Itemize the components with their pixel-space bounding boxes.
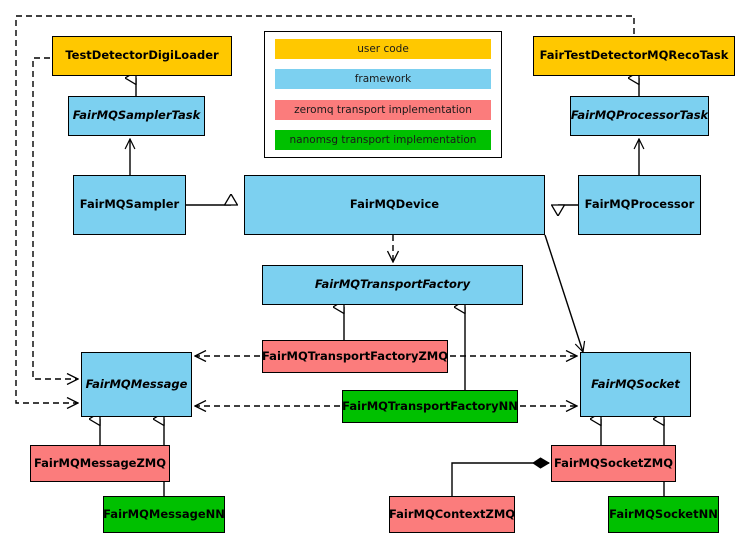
legend-label-user-code: user code bbox=[357, 43, 409, 55]
class-label-testdetectordigiloader: TestDetectorDigiLoader bbox=[65, 48, 219, 63]
class-node-fairmqtransportfactory[interactable]: FairMQTransportFactory bbox=[262, 265, 523, 305]
class-label-fairmqtransportfactoryzmq: FairMQTransportFactoryZMQ bbox=[262, 348, 449, 363]
legend-label-framework: framework bbox=[354, 73, 412, 86]
class-label-fairmqmessagenn: FairMQMessageNN bbox=[103, 506, 225, 521]
legend-item-user-code: user code bbox=[275, 39, 491, 59]
legend-label-zeromq: zeromq transport implementation bbox=[294, 103, 472, 116]
class-label-fairtestdetectormqrecotask: FairTestDetectorMQRecoTask bbox=[539, 48, 729, 63]
class-label-fairmqsocketzmq: FairMQSocketZMQ bbox=[554, 455, 673, 470]
class-node-fairmqsocketzmq[interactable]: FairMQSocketZMQ bbox=[551, 445, 676, 482]
class-node-testdetectordigiloader[interactable]: TestDetectorDigiLoader bbox=[52, 36, 232, 76]
class-node-fairmqmessagenn[interactable]: FairMQMessageNN bbox=[103, 496, 225, 533]
legend-item-framework: framework bbox=[275, 69, 491, 90]
class-node-fairmqmessage[interactable]: FairMQMessage bbox=[81, 352, 192, 417]
class-label-fairmqsampler: FairMQSampler bbox=[79, 197, 180, 212]
class-node-fairtestdetectormqrecotask[interactable]: FairTestDetectorMQRecoTask bbox=[533, 36, 735, 76]
class-node-fairmqsocket[interactable]: FairMQSocket bbox=[580, 352, 691, 417]
legend-item-zeromq: zeromq transport implementation bbox=[275, 99, 491, 120]
class-node-fairmqcontextzmq[interactable]: FairMQContextZMQ bbox=[389, 496, 515, 533]
class-node-fairmqtransportfactorynn[interactable]: FairMQTransportFactoryNN bbox=[342, 390, 518, 423]
class-node-fairmqsampler[interactable]: FairMQSampler bbox=[73, 175, 186, 235]
class-label-fairmqmessage: FairMQMessage bbox=[85, 376, 188, 391]
class-node-fairmqtransportfactoryzmq[interactable]: FairMQTransportFactoryZMQ bbox=[262, 340, 448, 373]
class-node-fairmqsocketnn[interactable]: FairMQSocketNN bbox=[608, 496, 719, 533]
legend-item-nanomsg: nanomsg transport implementation bbox=[275, 129, 491, 150]
class-node-fairmqmessagezmq[interactable]: FairMQMessageZMQ bbox=[30, 445, 170, 482]
class-label-fairmqdevice: FairMQDevice bbox=[349, 197, 440, 212]
class-node-fairmqprocessortask[interactable]: FairMQProcessorTask bbox=[570, 96, 709, 136]
class-label-fairmqsocketnn: FairMQSocketNN bbox=[609, 506, 718, 521]
legend-panel: user code framework zeromq transport imp… bbox=[264, 31, 502, 158]
class-label-fairmqtransportfactory: FairMQTransportFactory bbox=[314, 277, 471, 292]
legend-label-nanomsg: nanomsg transport implementation bbox=[289, 133, 477, 146]
class-label-fairmqcontextzmq: FairMQContextZMQ bbox=[388, 506, 516, 521]
class-label-fairmqsocket: FairMQSocket bbox=[591, 376, 680, 391]
class-label-fairmqsamplertask: FairMQSamplerTask bbox=[72, 108, 201, 123]
class-node-fairmqprocessor[interactable]: FairMQProcessor bbox=[578, 175, 701, 235]
class-node-fairmqdevice[interactable]: FairMQDevice bbox=[244, 175, 545, 235]
class-label-fairmqprocessortask: FairMQProcessorTask bbox=[570, 108, 709, 123]
class-label-fairmqmessagezmq: FairMQMessageZMQ bbox=[33, 455, 167, 470]
class-label-fairmqprocessor: FairMQProcessor bbox=[584, 197, 695, 212]
class-node-fairmqsamplertask[interactable]: FairMQSamplerTask bbox=[68, 96, 205, 136]
class-label-fairmqtransportfactorynn: FairMQTransportFactoryNN bbox=[342, 398, 518, 413]
